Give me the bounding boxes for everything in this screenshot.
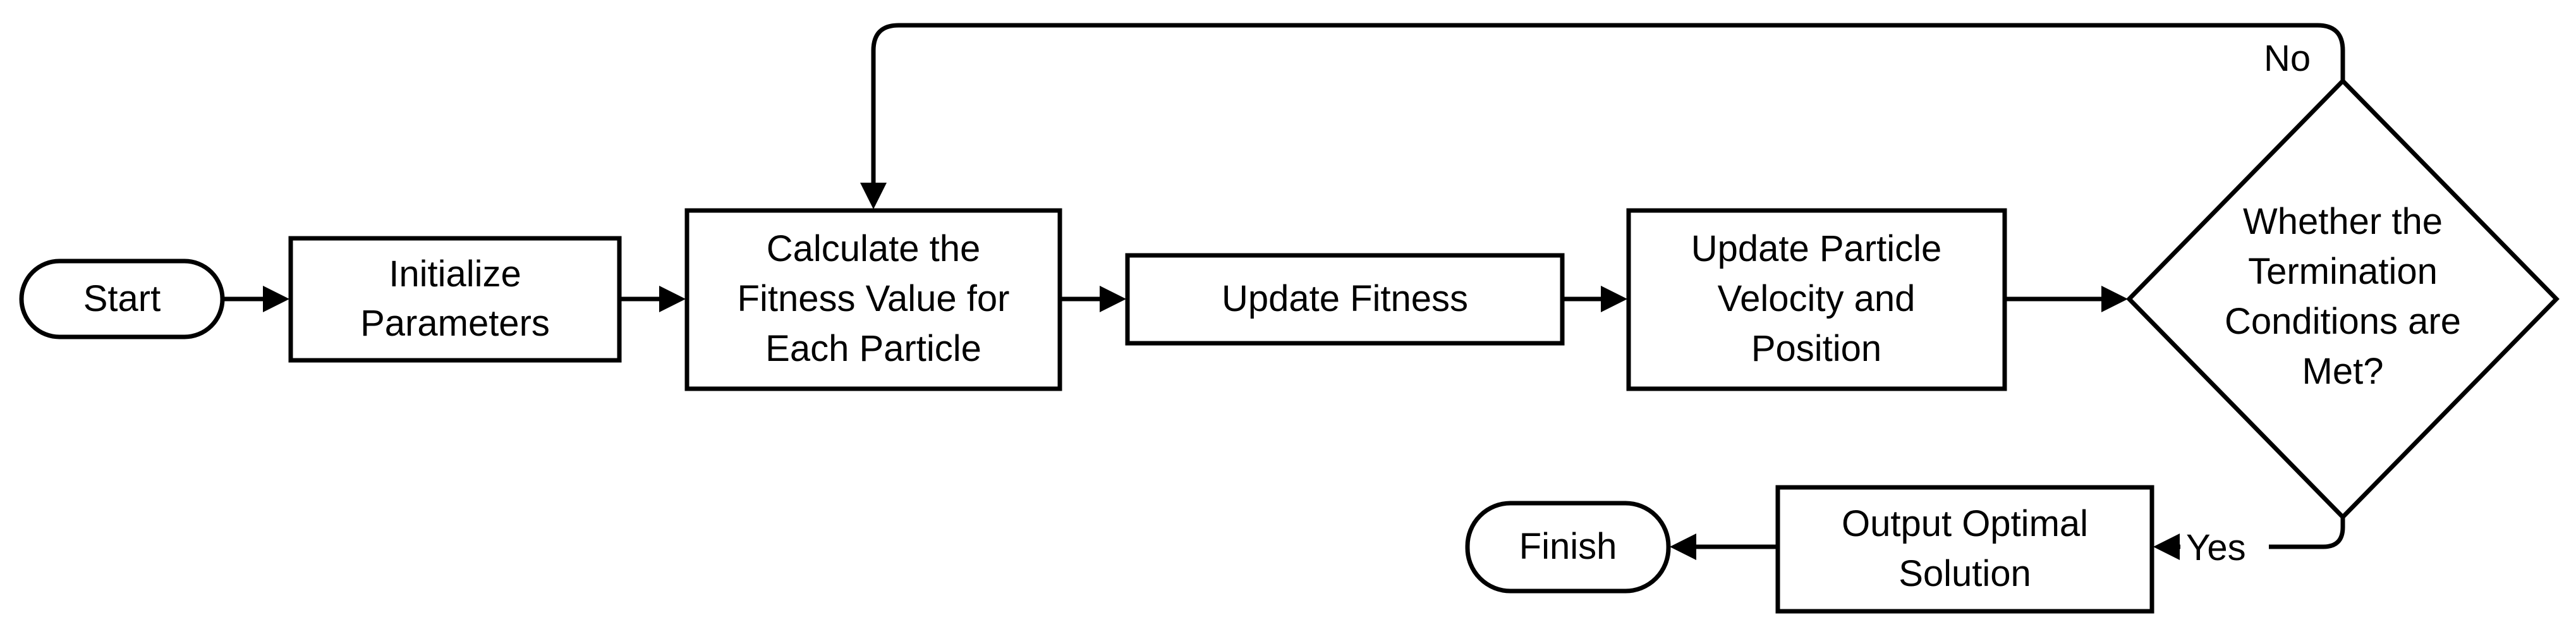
calculate-fitness-line-2: Fitness Value for [738,278,1010,319]
update-particle-line-1: Update Particle [1691,228,1942,269]
start-label: Start [83,278,161,319]
calculate-fitness-line-1: Calculate the [767,228,981,269]
update-particle-node: Update Particle Velocity and Position [1626,208,2007,391]
output-solution-line-2: Solution [1899,553,2031,594]
arrow-initialize-to-calculate [619,286,686,312]
arrow-start-to-initialize [222,286,289,312]
update-particle-line-3: Position [1751,328,1881,369]
finish-label: Finish [1519,526,1617,567]
calculate-fitness-line-3: Each Particle [765,328,981,369]
decision-line-2: Termination [2248,251,2438,292]
update-fitness-node: Update Fitness [1125,253,1565,346]
output-solution-line-1: Output Optimal [1842,503,2088,544]
arrow-update-particle-to-decision [2005,286,2128,312]
initialize-parameters-line-1: Initialize [389,253,521,295]
arrow-update-fitness-to-update-particle [1562,286,1627,312]
decision-line-4: Met? [2302,351,2384,392]
update-particle-line-2: Velocity and [1718,278,1916,319]
update-fitness-label: Update Fitness [1222,278,1468,319]
initialize-parameters-node: Initialize Parameters [288,236,622,363]
finish-node: Finish [1465,501,1671,594]
output-solution-node: Output Optimal Solution [1775,485,2154,614]
calculate-fitness-node: Calculate the Fitness Value for Each Par… [684,208,1062,391]
initialize-parameters-line-2: Parameters [360,303,550,344]
no-edge-label: No [2264,38,2311,79]
arrow-no-loop-back [860,23,2345,209]
start-node: Start [19,259,225,339]
arrow-output-to-finish [1670,534,1778,560]
decision-line-3: Conditions are [2225,301,2461,342]
arrow-calculate-to-update-fitness [1060,286,1126,312]
termination-decision-node: Whether the Termination Conditions are M… [2126,77,2560,521]
yes-edge-label: Yes [2186,527,2246,568]
arrow-yes-to-output [2153,517,2345,560]
decision-line-1: Whether the [2243,201,2443,242]
